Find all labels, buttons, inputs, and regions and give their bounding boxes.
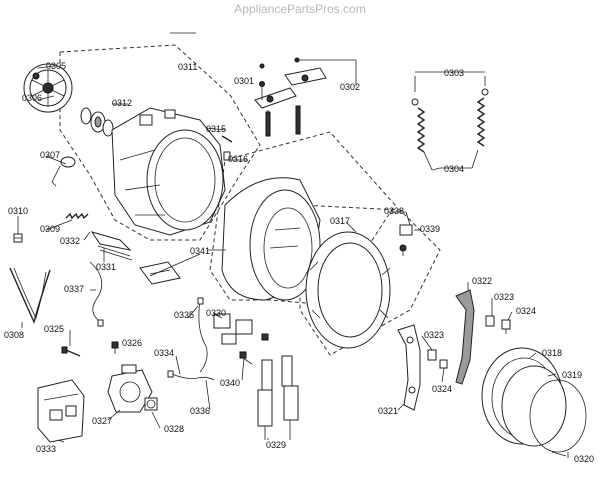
hinge-shim-lower[interactable] [427, 349, 437, 361]
drum-group-outline [209, 131, 396, 306]
hinge-screw[interactable] [501, 319, 511, 334]
door-hinge-lower[interactable] [397, 324, 421, 411]
watermark: AppliancePartsPros.com [234, 2, 366, 16]
label-0334: 0334 [154, 348, 174, 358]
rear-tub[interactable] [111, 107, 226, 236]
label-0330: 0330 [206, 308, 226, 318]
bearing-set[interactable] [80, 107, 114, 137]
pulley-bolt[interactable] [32, 72, 40, 80]
shock-absorber-left[interactable] [257, 359, 273, 440]
hinge-shim[interactable] [485, 315, 495, 327]
label-0327: 0327 [92, 416, 112, 426]
front-tub-group-outline [299, 204, 441, 356]
counterweight-bolt[interactable] [239, 333, 269, 365]
door-seal[interactable] [529, 379, 587, 457]
label-0321: 0321 [378, 406, 398, 416]
heater-element[interactable] [90, 231, 133, 261]
label-0317: 0317 [330, 216, 350, 226]
label-0301: 0301 [234, 76, 254, 86]
label-0319: 0319 [562, 370, 582, 380]
label-0340: 0340 [220, 378, 240, 388]
label-0332: 0332 [60, 236, 80, 246]
label-0338: 0338 [384, 206, 404, 216]
drum[interactable] [221, 177, 321, 301]
label-0337: 0337 [64, 284, 84, 294]
tub-spring-right[interactable] [471, 88, 489, 169]
label-0322: 0322 [472, 276, 492, 286]
pump-filter[interactable] [144, 397, 158, 411]
label-0310: 0310 [8, 206, 28, 216]
leader-lines [17, 32, 569, 458]
label-0325: 0325 [44, 324, 64, 334]
label-0335: 0335 [174, 310, 194, 320]
control-module[interactable] [37, 379, 85, 443]
label-0333: 0333 [36, 444, 56, 454]
wire-harness-a[interactable] [197, 297, 208, 373]
label-0304: 0304 [444, 164, 464, 174]
label-0311: 0311 [178, 62, 197, 72]
shock-bracket-left[interactable] [254, 63, 297, 137]
label-0324-upper: 0324 [516, 306, 536, 316]
hinge-screw-lower[interactable] [439, 359, 448, 369]
ground-wire[interactable] [89, 261, 104, 327]
label-0326: 0326 [122, 338, 142, 348]
shock-absorber-right[interactable] [281, 355, 299, 432]
label-0303: 0303 [444, 68, 464, 78]
label-0316: 0316 [228, 154, 248, 164]
tub-screw[interactable] [221, 135, 233, 143]
heater-sensor[interactable] [51, 156, 76, 187]
label-0308: 0308 [4, 330, 24, 340]
label-0341: 0341 [190, 246, 210, 256]
drive-belt[interactable] [9, 267, 51, 325]
drain-pump[interactable] [107, 364, 153, 413]
label-0339: 0339 [420, 224, 440, 234]
small-clip[interactable] [13, 233, 23, 243]
label-0318: 0318 [542, 348, 562, 358]
door-hinge-upper[interactable] [455, 289, 475, 385]
wire-harness-b[interactable] [167, 370, 215, 381]
label-0320: 0320 [574, 454, 594, 464]
label-0306: 0306 [22, 93, 42, 103]
label-0331: 0331 [96, 262, 116, 272]
label-0323-lower: 0323 [424, 330, 444, 340]
label-0312: 0312 [112, 98, 132, 108]
counterweight-blocks[interactable] [213, 313, 253, 345]
front-tub[interactable] [305, 231, 391, 349]
label-0315: 0315 [206, 124, 226, 134]
pump-screw[interactable] [61, 346, 81, 357]
tub-spring-left[interactable] [411, 98, 433, 171]
door-latch-bolt[interactable] [399, 224, 413, 256]
label-0323-upper: 0323 [494, 292, 514, 302]
label-0305: 0305 [46, 61, 66, 71]
label-0309: 0309 [40, 224, 60, 234]
shock-bracket-right[interactable] [284, 57, 327, 135]
tub-rear-group-outline [59, 44, 261, 241]
label-0336: 0336 [190, 406, 210, 416]
label-0307: 0307 [40, 150, 60, 160]
door-glass[interactable] [501, 365, 567, 447]
label-0324-lower: 0324 [432, 384, 452, 394]
label-0329: 0329 [266, 440, 286, 450]
heater-spring[interactable] [65, 212, 89, 220]
pulley-assembly[interactable] [23, 63, 73, 113]
label-0328: 0328 [164, 424, 184, 434]
label-0302: 0302 [340, 82, 360, 92]
pump-bolt[interactable] [111, 341, 119, 354]
